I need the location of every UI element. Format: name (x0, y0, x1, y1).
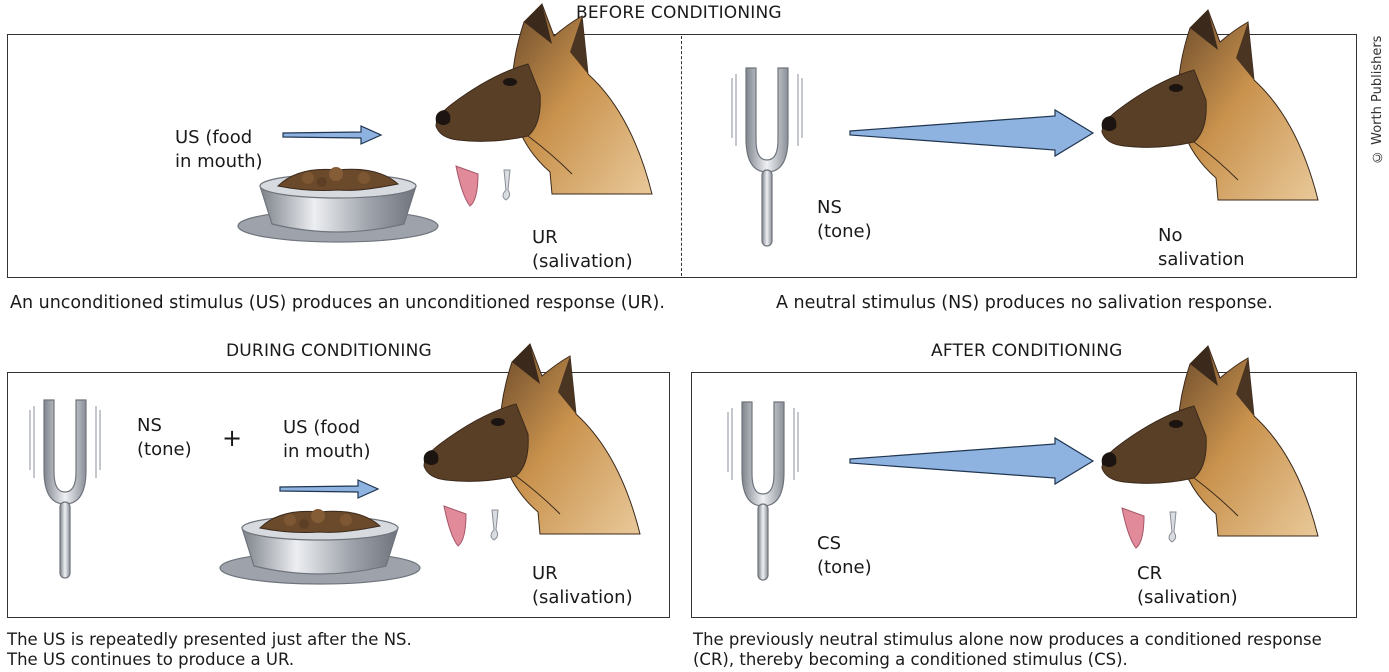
before-arrow-large (849, 108, 1095, 158)
before-no-salivation-label: No salivation (1158, 225, 1245, 270)
before-caption-right: A neutral stimulus (NS) produces no sali… (776, 293, 1273, 313)
during-caption: The US is repeatedly presented just afte… (7, 630, 412, 669)
after-cr-label: CR (salivation) (1137, 563, 1238, 608)
before-food-bowl (237, 166, 439, 243)
during-food-bowl (219, 508, 421, 585)
before-dog-salivating (435, 3, 653, 207)
during-plus-sign: + (222, 424, 243, 452)
after-caption: The previously neutral stimulus alone no… (693, 630, 1322, 669)
before-dog-no-salivation (1101, 9, 1319, 201)
after-arrow-large (849, 436, 1095, 486)
during-us-label: US (food in mouth) (283, 417, 371, 462)
before-heading: BEFORE CONDITIONING (576, 3, 782, 23)
during-tuning-fork (29, 399, 101, 579)
before-tuning-fork (731, 67, 803, 247)
during-dog-salivating (423, 343, 641, 547)
before-divider (681, 36, 682, 276)
before-ur-label: UR (salivation) (532, 227, 633, 272)
before-arrow-small (282, 125, 383, 145)
after-dog-salivating (1101, 345, 1319, 549)
during-heading: DURING CONDITIONING (226, 341, 432, 361)
during-arrow-small (279, 479, 380, 499)
before-us-label: US (food in mouth) (175, 127, 263, 172)
after-tuning-fork (727, 401, 799, 581)
credit-text: © Worth Publishers (1370, 35, 1385, 164)
after-cs-label: CS (tone) (817, 533, 872, 578)
before-panel (7, 34, 1357, 278)
before-caption-left: An unconditioned stimulus (US) produces … (10, 293, 665, 313)
during-ur-label: UR (salivation) (532, 563, 633, 608)
after-heading: AFTER CONDITIONING (931, 341, 1123, 361)
during-ns-label: NS (tone) (137, 415, 192, 460)
before-ns-label: NS (tone) (817, 197, 872, 242)
